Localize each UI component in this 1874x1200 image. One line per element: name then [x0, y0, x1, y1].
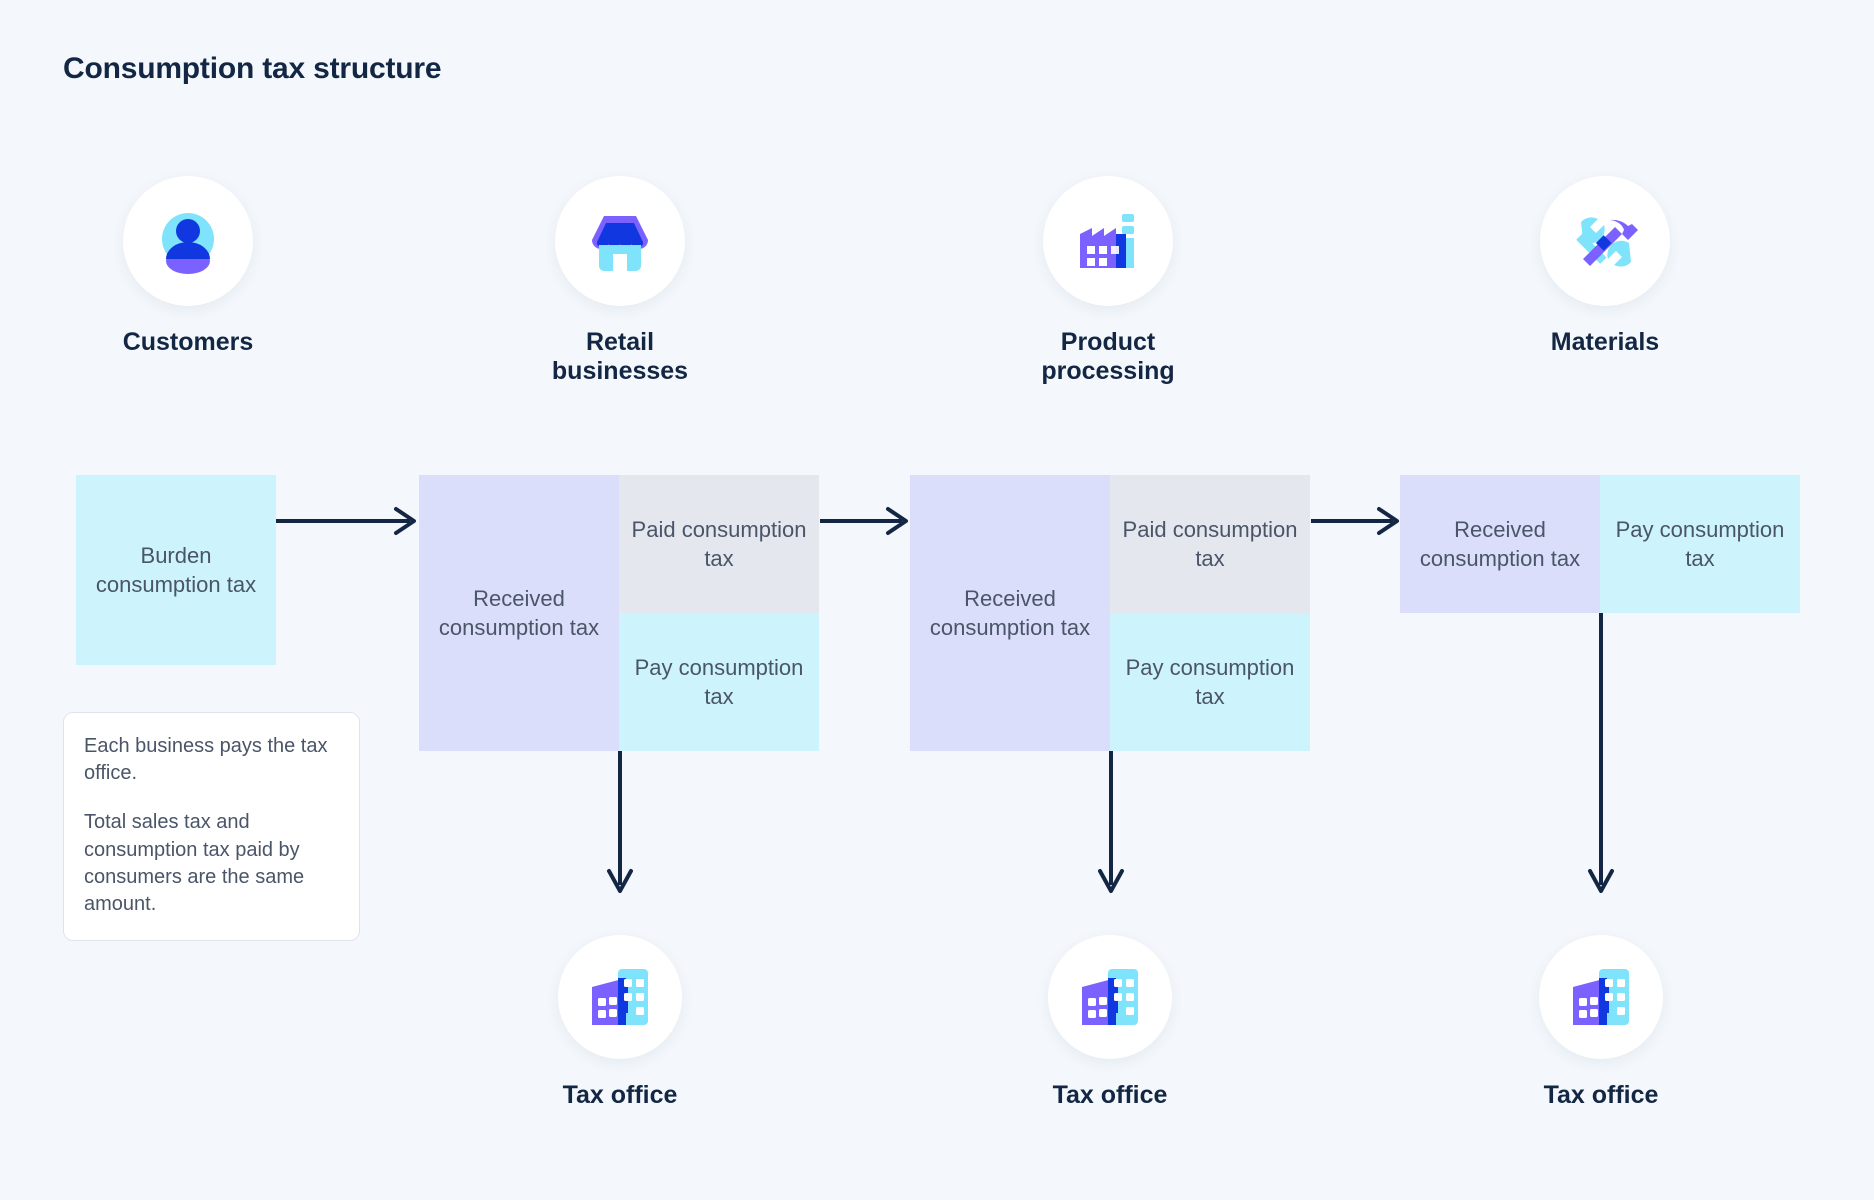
arrow-product-to-materials — [1311, 505, 1407, 537]
actor-label-product: Product processing — [978, 328, 1238, 387]
retail-label-line2: businesses — [551, 357, 689, 386]
retail-label-line1: Retail — [585, 328, 655, 356]
tax-office-label-retail: Tax office — [562, 1081, 678, 1109]
tax-office-label-materials: Tax office — [1543, 1081, 1659, 1109]
arrow-materials-to-tax-office — [1587, 613, 1615, 899]
tools-icon-circle — [1540, 176, 1670, 306]
customer-icon-circle — [123, 176, 253, 306]
factory-icon-circle — [1043, 176, 1173, 306]
cell-product-received-consumption-tax: Received consumption tax — [910, 475, 1110, 751]
retail-split-column: Paid consumption tax Pay consumption tax — [619, 475, 819, 751]
tax-office-label-product: Tax office — [1052, 1081, 1168, 1109]
factory-icon — [1070, 204, 1146, 278]
note-paragraph-2: Total sales tax and consumption tax paid… — [84, 811, 305, 915]
actor-label-customers: Customers — [122, 328, 254, 356]
actor-customers: Customers — [58, 176, 318, 357]
office-building-icon — [1074, 961, 1146, 1033]
tax-office-materials: Tax office — [1471, 935, 1731, 1110]
office-building-icon — [1565, 961, 1637, 1033]
store-icon-circle — [555, 176, 685, 306]
arrow-customers-to-retail — [276, 505, 424, 537]
cell-product-paid-consumption-tax: Paid consumption tax — [1110, 475, 1310, 613]
product-label-line1: Product — [1060, 328, 1156, 356]
cell-burden-consumption-tax: Burden consumption tax — [76, 475, 276, 665]
page-title: Consumption tax structure — [63, 52, 442, 85]
cell-retail-paid-consumption-tax: Paid consumption tax — [619, 475, 819, 613]
actor-materials: Materials — [1475, 176, 1735, 357]
tools-icon — [1568, 204, 1642, 278]
taxbox-retail: Received consumption tax Paid consumptio… — [419, 475, 819, 751]
actor-product-processing: Product processing — [978, 176, 1238, 387]
actor-label-retail: Retail businesses — [490, 328, 750, 387]
tax-office-materials-icon-circle — [1539, 935, 1663, 1059]
note-paragraph-1: Each business pays the tax office. — [84, 735, 328, 785]
taxbox-product-processing: Received consumption tax Paid consumptio… — [910, 475, 1310, 751]
note-card: Each business pays the tax office. Total… — [63, 712, 360, 942]
office-building-icon — [584, 961, 656, 1033]
product-label-line2: processing — [1041, 357, 1175, 386]
tax-office-product: Tax office — [980, 935, 1240, 1110]
actor-retail-businesses: Retail businesses — [490, 176, 750, 387]
tax-office-product-icon-circle — [1048, 935, 1172, 1059]
arrow-product-to-tax-office — [1097, 751, 1125, 899]
cell-materials-received-consumption-tax: Received consumption tax — [1400, 475, 1600, 613]
taxbox-materials: Received consumption tax Pay consumption… — [1400, 475, 1800, 613]
cell-product-pay-consumption-tax: Pay consumption tax — [1110, 613, 1310, 751]
cell-retail-pay-consumption-tax: Pay consumption tax — [619, 613, 819, 751]
tax-office-retail: Tax office — [490, 935, 750, 1110]
cell-retail-received-consumption-tax: Received consumption tax — [419, 475, 619, 751]
taxbox-customers: Burden consumption tax — [76, 475, 276, 665]
tax-office-retail-icon-circle — [558, 935, 682, 1059]
cell-materials-pay-consumption-tax: Pay consumption tax — [1600, 475, 1800, 613]
actor-label-materials: Materials — [1550, 328, 1660, 356]
arrow-retail-to-product — [820, 505, 916, 537]
arrow-retail-to-tax-office — [606, 751, 634, 899]
store-icon — [582, 204, 658, 278]
customer-icon — [151, 204, 225, 278]
product-split-column: Paid consumption tax Pay consumption tax — [1110, 475, 1310, 751]
